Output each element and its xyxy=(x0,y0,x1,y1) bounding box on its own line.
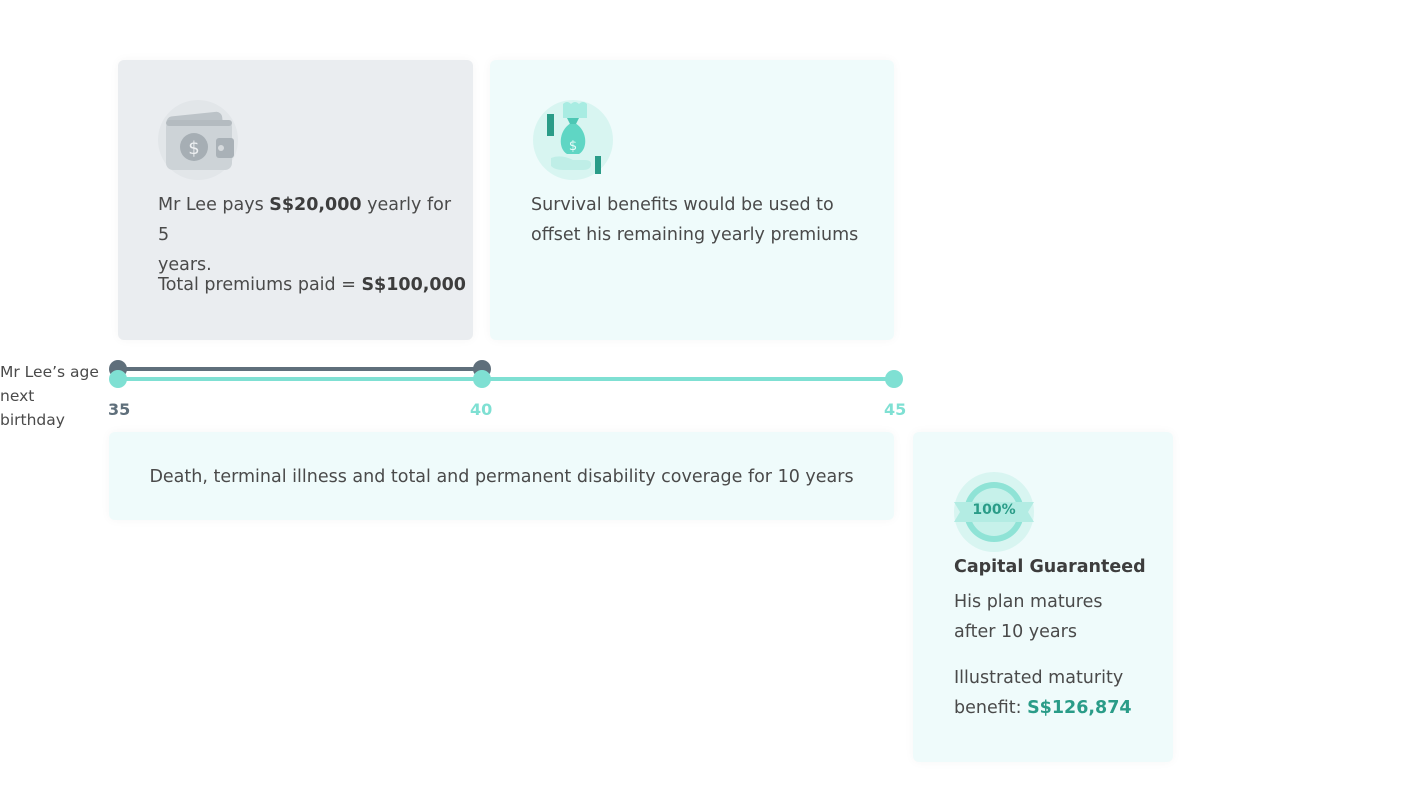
coverage-banner: Death, terminal illness and total and pe… xyxy=(109,432,894,520)
svg-text:$: $ xyxy=(569,139,577,154)
age-axis-label: Mr Lee’s age next birthday xyxy=(0,363,99,429)
yearly-premium-amount: S$20,000 xyxy=(269,195,362,215)
survival-text-line1: Survival benefits would be used to xyxy=(531,195,834,215)
timeline-marker-45 xyxy=(885,370,903,388)
wallet-dollar-icon: $ xyxy=(158,100,238,180)
survival-benefits-card: $ Survival benefits would be used to off… xyxy=(490,60,894,340)
survival-text-line2: offset his remaining yearly premiums xyxy=(531,225,859,245)
timeline-marker-40 xyxy=(473,370,491,388)
guarantee-badge-text: 100% xyxy=(972,502,1016,518)
capital-guaranteed-title: Capital Guaranteed xyxy=(954,557,1146,577)
tick-age-40: 40 xyxy=(470,400,493,419)
maturity-benefit-prefix: benefit: xyxy=(954,698,1028,718)
premium-payment-card: $ Mr Lee pays S$20,000 yearly for 5 year… xyxy=(118,60,473,340)
timeline-marker-35 xyxy=(109,370,127,388)
total-premiums-label: Total premiums paid = xyxy=(158,275,362,295)
payment-text: Mr Lee pays xyxy=(158,195,270,215)
hand-money-bag-icon: $ xyxy=(533,100,613,180)
payment-text-line2: years. xyxy=(158,255,212,275)
payment-text-suffix: yearly for 5 xyxy=(158,195,452,245)
maturity-benefit-amount: S$126,874 xyxy=(1027,698,1132,718)
total-premiums-amount: S$100,000 xyxy=(361,275,466,295)
tick-age-45: 45 xyxy=(884,400,907,419)
maturity-benefit-label: Illustrated maturity xyxy=(954,668,1124,688)
coverage-period-line xyxy=(118,377,894,381)
coverage-text: Death, terminal illness and total and pe… xyxy=(149,467,854,487)
svg-text:$: $ xyxy=(188,138,199,159)
premium-period-line xyxy=(118,367,482,371)
maturity-text-line2: after 10 years xyxy=(954,622,1077,642)
maturity-text-line1: His plan matures xyxy=(954,592,1103,612)
tick-age-35: 35 xyxy=(108,400,131,419)
maturity-benefit-card: 100% Capital Guaranteed His plan matures… xyxy=(913,432,1173,762)
guarantee-badge-icon xyxy=(954,472,1034,552)
